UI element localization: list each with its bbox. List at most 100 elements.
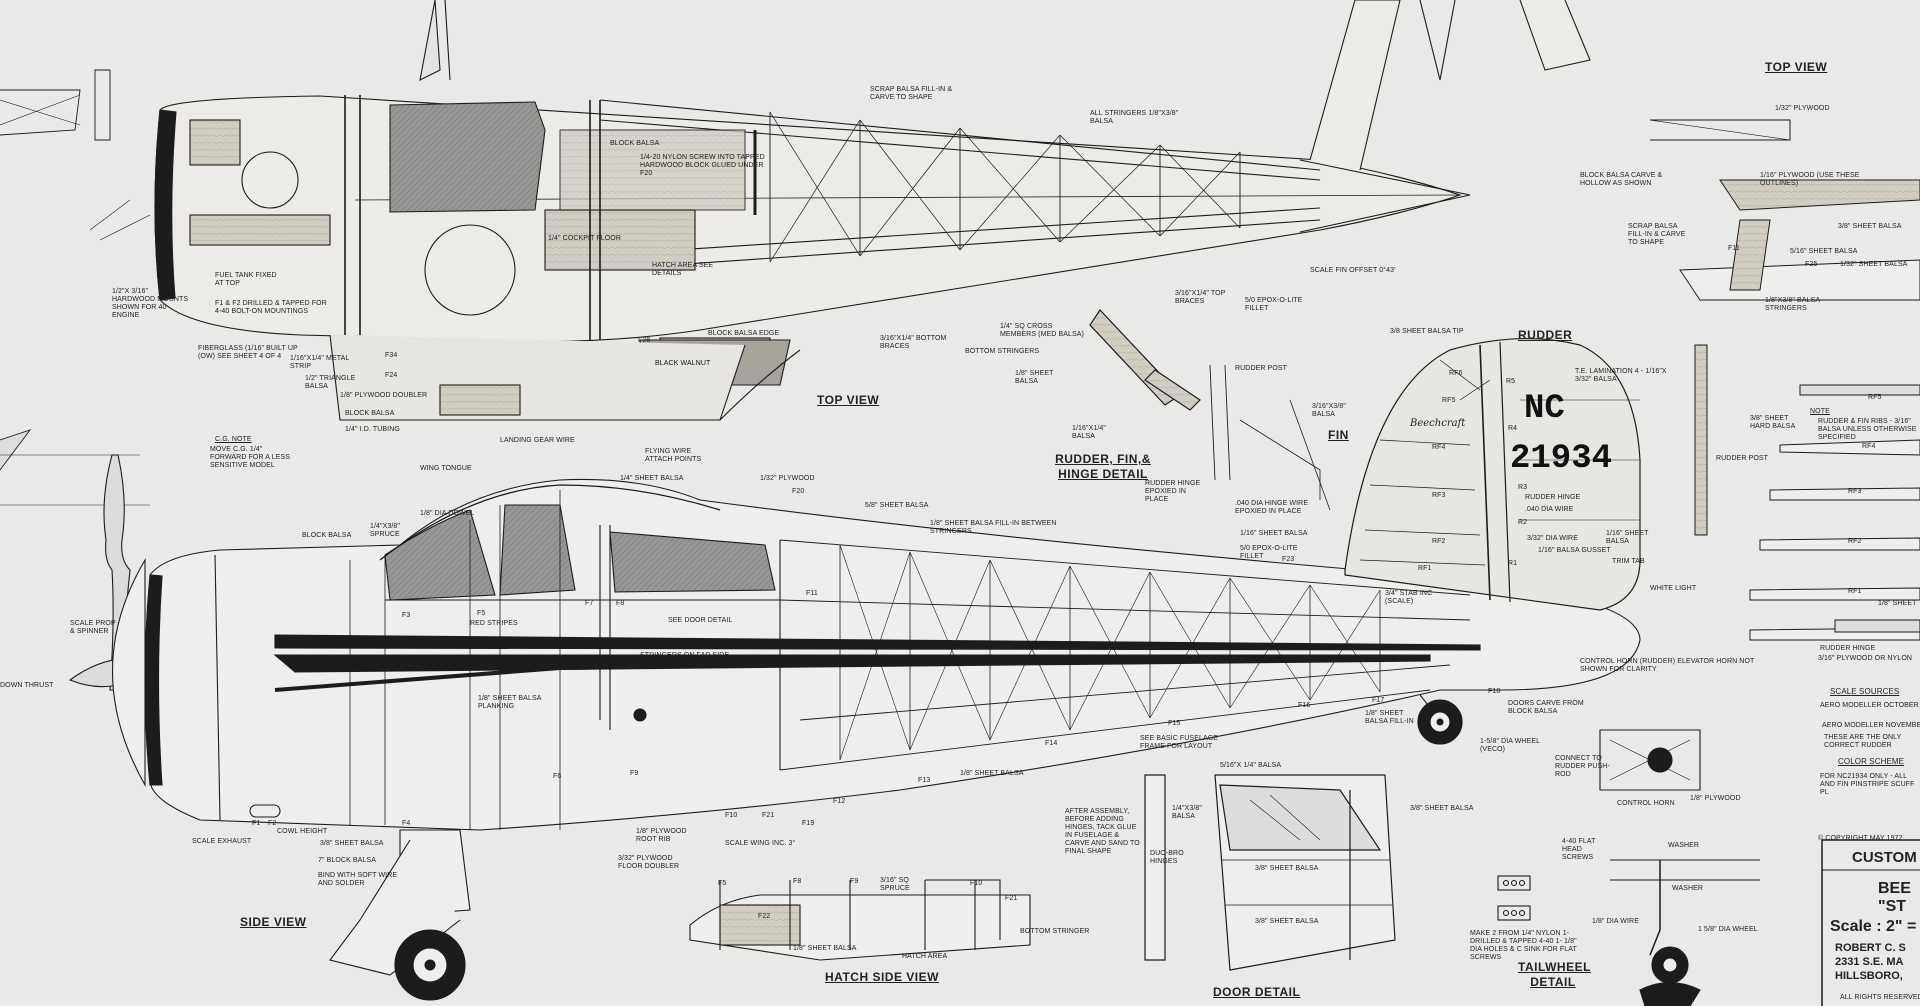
label-scale-fin-offset: SCALE FIN OFFSET 0°43' [1310,267,1396,274]
label-door-5-16: 5/16"X 1/4" BALSA [1220,762,1282,769]
rib-rf6: RF6 [1449,370,1463,377]
label-trim-tab: TRIM TAB [1612,558,1645,565]
tailwheel-detail [1497,729,1760,1006]
label-gusset: 1/16" BALSA GUSSET [1538,547,1611,554]
label-root-rib: 1/8" PLYWOOD ROOT RIB [636,828,687,843]
rib-rf2: RF2 [1432,538,1446,545]
label-right-scrap-fill: SCRAP BALSA FILL-IN & CARVE TO SHAPE [1628,223,1686,246]
label-see-door: SEE DOOR DETAIL [668,617,733,624]
label-scale-exhaust: SCALE EXHAUST [192,838,252,845]
label-f34: F34 [385,352,398,359]
former-f6: F6 [553,773,562,780]
label-door-1-4: 1/4"X3/8" BALSA [1172,805,1203,820]
label-hatch-spruce: 3/16" SQ SPRUCE [880,877,910,892]
label-control-horn-side: CONTROL HORN (RUDDER) ELEVATOR HORN NOT … [1580,658,1755,673]
label-sheet-planking: 1/8" SHEET BALSA PLANKING [478,695,542,710]
label-right-sheet-1-8: 1/8" SHEET [1878,600,1917,607]
former-f16: F16 [1298,702,1311,709]
former-f4: F4 [402,820,411,827]
beechcraft-script: Beechcraft [1410,418,1466,429]
former-f12: F12 [833,798,846,805]
label-right-plywood-1-16: 1/16" PLYWOOD (USE THESE OUTLINES) [1760,172,1860,187]
label-hatch-bottom-stringer: BOTTOM STRINGER [1020,928,1090,935]
label-epox-fillet-top: 5/0 EPOX-O-LITE FILLET [1245,297,1303,312]
label-plywood-1-32: 1/32" PLYWOOD [760,475,815,482]
label-nylon-screw: 1/4-20 NYLON SCREW INTO TAPPED HARDWOOD … [640,154,765,177]
label-right-rudder-post: RUDDER POST [1716,455,1769,462]
label-drilled: F1 & F2 DRILLED & TAPPED FOR 4-40 BOLT-O… [215,300,327,315]
rudder-fin-hinge-title: RUDDER, FIN,& HINGE DETAIL [1055,452,1151,481]
label-rudder-hinge: RUDDER HINGE [1525,494,1581,501]
label-bottom-stringers: BOTTOM STRINGERS [965,348,1040,355]
door-detail-title: DOOR DETAIL [1213,985,1301,999]
label-side-sheet-1-16: 1/16" SHEET BALSA [1606,530,1649,545]
label-connect: CONNECT TO RUDDER PUSH-ROD [1555,755,1610,778]
hatch-side-view-title: HATCH SIDE VIEW [825,970,939,984]
label-spruce: 1/4"X3/8" SPRUCE [370,523,401,538]
title-city: HILLSBORO, [1835,970,1903,982]
hatch-f10: F10 [970,880,983,887]
label-block-balsa: BLOCK BALSA [610,140,660,147]
label-stringers-far: STRINGERS ON FAR SIDE [640,652,730,659]
label-hinge-material: 3/16" PLYWOOD OR NYLON [1818,655,1913,662]
former-f1: F1 [252,820,261,827]
former-f14: F14 [1045,740,1058,747]
former-f17: F17 [1372,697,1385,704]
label-dia-wire: .040 DIA WIRE [1525,506,1574,513]
label-triangle: 1/2" TRIANGLE BALSA [305,375,356,390]
label-rudder-sheet-1-16: 1/16" SHEET BALSA [1240,530,1308,537]
hatch-f9: F9 [850,878,859,885]
label-bind-wire: BIND WITH SOFT WIRE AND SOLDER [318,872,398,887]
rib-rf1: RF1 [1418,565,1432,572]
label-right-sheet-3-8: 3/8" SHEET BALSA [1838,223,1902,230]
former-f18: F18 [1488,688,1501,695]
former-f3: F3 [402,612,411,619]
label-hatch-area: HATCH AREA [902,953,948,960]
side-view-title: SIDE VIEW [240,915,307,929]
label-f20: F20 [792,488,805,495]
label-color-body: FOR NC21934 ONLY - ALL AND FIN PINSTRIPE… [1820,773,1915,796]
label-tailwheel-plywood: 1/8" PLYWOOD [1690,795,1741,802]
label-note-body: RUDDER & FIN RIBS - 3/16" BALSA UNLESS O… [1818,418,1917,441]
label-stick-1-16: 1/16"X1/4" BALSA [1072,425,1106,440]
label-metal-strip: 1/16"X1/4" METAL STRIP [290,355,350,370]
title-address: 2331 S.E. MA [1835,956,1904,968]
hatch-side-view [689,879,1031,961]
right-rib-rf5: RF5 [1868,394,1882,401]
label-fill-in: 1/8" SHEET BALSA FILL-IN [1365,710,1414,725]
label-sheet-1-4: 1/4" SHEET BALSA [620,475,684,482]
label-after-assembly: AFTER ASSEMBLY, BEFORE ADDING HINGES, TA… [1065,808,1140,855]
label-color-title: COLOR SCHEME [1838,757,1905,766]
rib-r4: R4 [1508,425,1518,432]
right-rib-rf1: RF1 [1848,588,1862,595]
label-top-braces: 3/16"X1/4" TOP BRACES [1175,290,1226,305]
top-view-fuselage [154,0,1591,421]
right-rib-rf2: RF2 [1848,538,1862,545]
side-view-fuselage [68,454,1641,1001]
label-scale-sources: SCALE SOURCES [1830,687,1900,696]
label-all-stringers: ALL STRINGERS 1/8"X3/8" BALSA [1090,110,1179,125]
title-name: "ST [1878,898,1907,915]
label-flat-head: 4-40 FLAT HEAD SCREWS [1562,838,1596,861]
former-f2: F2 [268,820,277,827]
top-view-title: TOP VIEW [817,393,880,407]
label-scrap-fill: SCRAP BALSA FILL-IN & CARVE TO SHAPE [870,86,953,101]
label-block-balsa-2: BLOCK BALSA [345,410,395,417]
title-author: ROBERT C. S [1835,942,1906,954]
label-rudder-post-hinge: RUDDER POST [1235,365,1288,372]
registration-number: 21934 [1510,440,1613,478]
label-black-walnut: BLACK WALNUT [655,360,711,367]
label-down-thrust: DOWN THRUST [0,682,54,689]
label-right-rudder-hinge: RUDDER HINGE [1820,645,1876,652]
label-washer-2: WASHER [1672,885,1704,892]
label-wing-tongue: WING TONGUE [420,465,472,472]
label-right-plywood-1-32: 1/32" PLYWOOD [1775,105,1830,112]
rib-rf4: RF4 [1432,444,1446,451]
tailwheel-detail-title: TAILWHEEL DETAIL [1518,960,1591,989]
label-right-stringers: 1/8"X3/8" BALSA STRINGERS [1765,297,1820,312]
label-see-basic: SEE BASIC FUSELAGE FRAME FOR LAYOUT [1140,735,1219,750]
label-source-2: AERO MODELLER NOVEMBER [1822,722,1920,729]
former-f8: F8 [616,600,625,607]
title-custom: CUSTOM [1852,849,1917,866]
label-side-block-balsa: BLOCK BALSA [302,532,352,539]
